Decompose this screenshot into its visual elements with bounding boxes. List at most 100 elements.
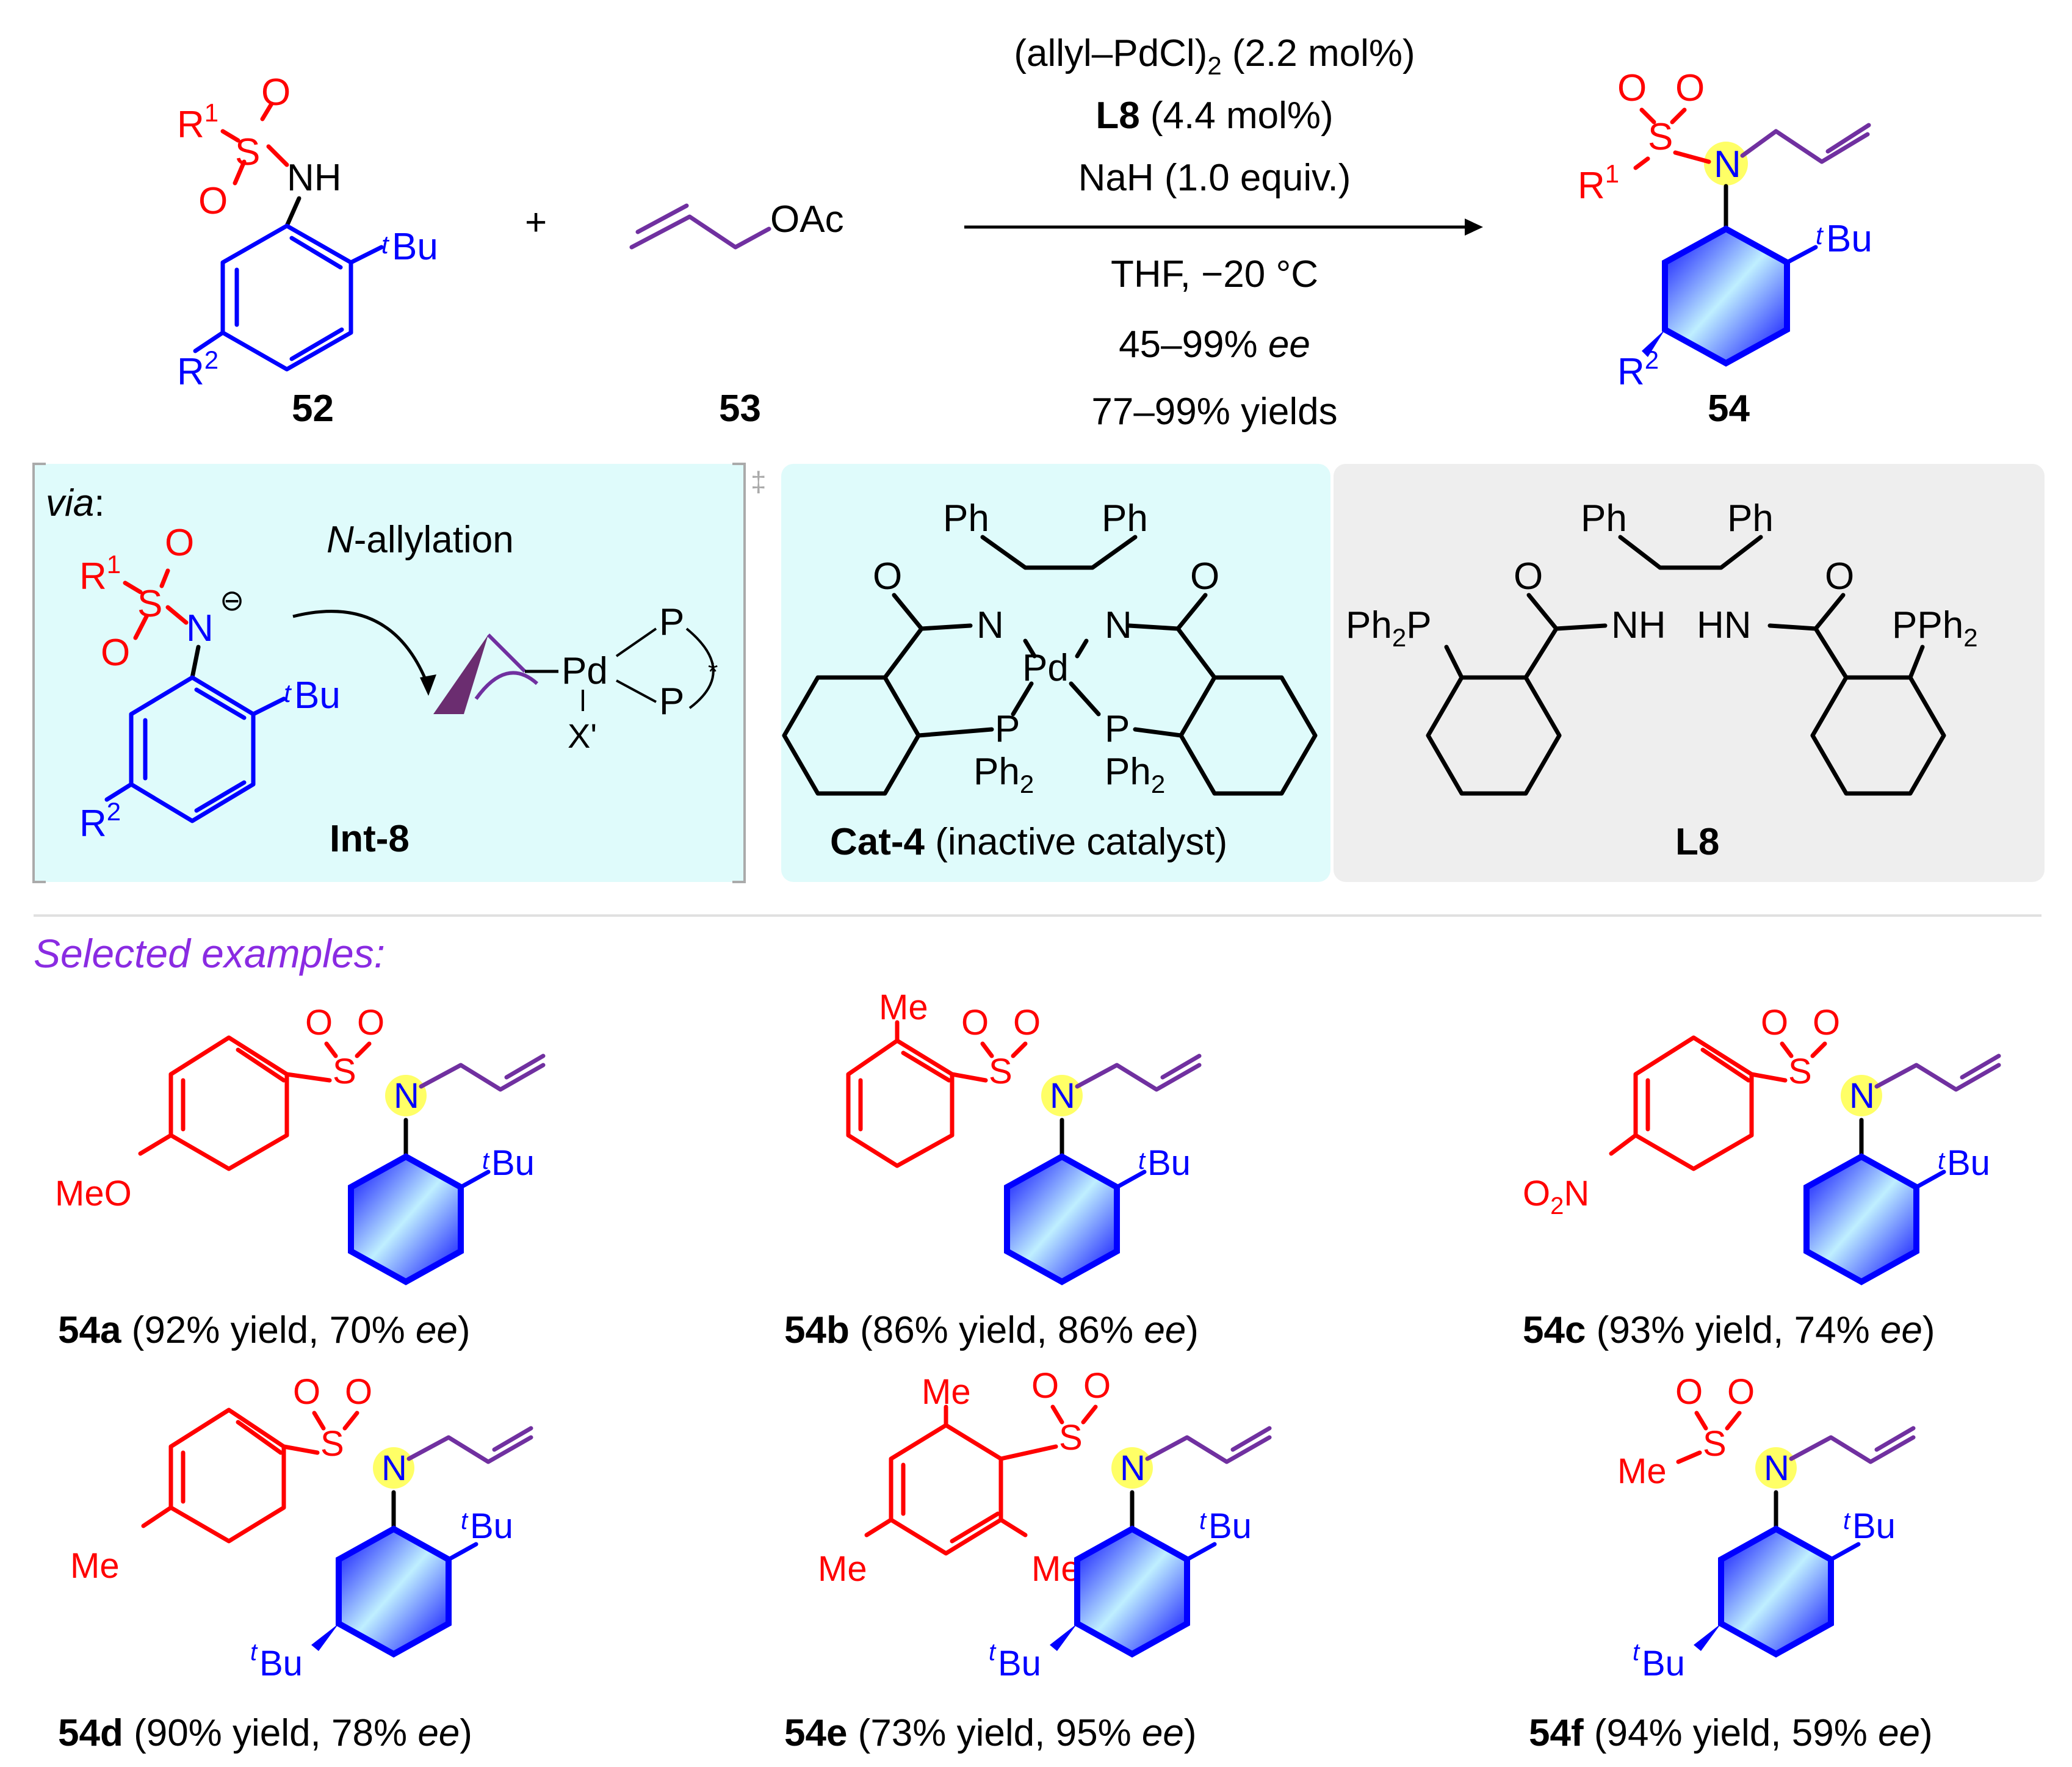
svg-text:Bu: Bu (491, 1143, 535, 1183)
svg-text:O: O (305, 1003, 333, 1042)
svg-text:O: O (1675, 67, 1705, 109)
int8-label: Int-8 (330, 818, 410, 860)
svg-text:NaH (1.0 equiv.): NaH (1.0 equiv.) (1078, 157, 1351, 199)
svg-text:Cat-4 (inactive catalyst): Cat-4 (inactive catalyst) (830, 821, 1227, 863)
svg-text:R2: R2 (1617, 345, 1659, 393)
svg-text:t: t (1816, 221, 1824, 250)
svg-text:N: N (381, 1448, 407, 1488)
svg-text:Ph2: Ph2 (973, 751, 1034, 798)
svg-text:S: S (1059, 1418, 1083, 1458)
svg-text:S: S (1788, 1052, 1812, 1091)
svg-text:L8 (4.4 mol%): L8 (4.4 mol%) (1096, 95, 1333, 137)
svg-text:t: t (1938, 1147, 1946, 1174)
svg-text:O2N: O2N (1523, 1174, 1589, 1220)
svg-text:t: t (1138, 1147, 1146, 1174)
svg-text:t: t (461, 1508, 469, 1534)
svg-text:via:: via: (46, 482, 105, 524)
svg-text:Ph2P: Ph2P (1346, 604, 1432, 652)
svg-text:S: S (989, 1052, 1013, 1091)
example-54c: O O S N O2N t Bu 54c (93% yield, 74% ee) (1523, 1003, 2001, 1351)
svg-text:S: S (1703, 1424, 1727, 1464)
svg-text:O: O (101, 632, 130, 674)
svg-text:t: t (250, 1639, 258, 1666)
svg-text:THF, −20 °C: THF, −20 °C (1111, 253, 1318, 295)
svg-text:R1: R1 (79, 550, 121, 598)
r1-label: R (177, 104, 204, 146)
label-52: 52 (292, 388, 334, 430)
svg-text:Bu: Bu (392, 226, 438, 268)
svg-text:Ph2: Ph2 (1105, 751, 1165, 798)
svg-text:NH: NH (1611, 604, 1666, 646)
svg-text:P: P (995, 708, 1020, 750)
svg-text:54e (73% yield, 95% ee): 54e (73% yield, 95% ee) (784, 1712, 1197, 1754)
svg-text:Me: Me (818, 1549, 867, 1589)
svg-text:Ph: Ph (943, 497, 989, 540)
svg-text:t: t (1633, 1639, 1641, 1666)
example-54d: O O S N Me t Bu t Bu 54d (90% yield, 78%… (58, 1372, 533, 1754)
svg-text:S: S (137, 583, 162, 625)
svg-text:Bu: Bu (259, 1644, 303, 1683)
svg-text:S: S (320, 1424, 344, 1464)
svg-text:N: N (1120, 1448, 1146, 1488)
svg-text:*: * (708, 657, 718, 686)
svg-text:Pd: Pd (561, 650, 608, 692)
svg-text:R1: R1 (177, 98, 218, 146)
panel-cat4: Ph Ph O O N N Pd P P Ph2 Ph2 Cat-4 (inac… (781, 464, 1330, 882)
svg-text:O: O (1083, 1366, 1111, 1406)
svg-text:Ph: Ph (1102, 497, 1148, 540)
svg-text:Ph: Ph (1727, 497, 1774, 540)
example-54a: O O S N MeO t Bu 54a (92% yield, 70% ee) (55, 1003, 546, 1351)
nh-label: NH (287, 157, 342, 199)
svg-text:Me: Me (1617, 1451, 1667, 1491)
example-54f: O O S N Me t Bu t Bu 54f (94% yield, 59%… (1529, 1372, 1933, 1754)
svg-text:P: P (1105, 708, 1130, 750)
svg-text:Bu: Bu (1852, 1506, 1896, 1546)
svg-text:O: O (357, 1003, 384, 1042)
svg-text:O: O (1617, 67, 1647, 109)
svg-text:O: O (961, 1003, 989, 1042)
svg-text:t: t (1199, 1508, 1207, 1534)
plus-sign: + (525, 201, 547, 244)
svg-text:45–99% ee: 45–99% ee (1119, 323, 1310, 366)
svg-text:Pd: Pd (1022, 647, 1069, 689)
svg-text:t: t (1843, 1508, 1851, 1534)
example-54e: O O S N Me Me Me t Bu t Bu 54e (73% yiel… (784, 1366, 1272, 1754)
svg-text:77–99% yields: 77–99% yields (1091, 391, 1337, 433)
svg-text:(allyl–PdCl)2 (2.2 mol%): (allyl–PdCl)2 (2.2 mol%) (1014, 32, 1415, 80)
svg-text:N: N (1849, 1076, 1875, 1116)
svg-text:t: t (989, 1639, 997, 1666)
label-53: 53 (719, 388, 761, 430)
svg-text:R2: R2 (177, 345, 218, 393)
oxygen-2: O (198, 180, 228, 222)
svg-text:54a (92% yield, 70% ee): 54a (92% yield, 70% ee) (58, 1309, 471, 1351)
svg-text:P: P (659, 601, 684, 643)
svg-text:O: O (293, 1372, 320, 1412)
example-id: 54a (58, 1309, 121, 1351)
panel-int8: ‡ via: N-allylation R1 O S O N ⊖ t Bu R2… (32, 463, 767, 883)
svg-text:54c (93% yield, 74% ee): 54c (93% yield, 74% ee) (1523, 1309, 1935, 1351)
svg-text:O: O (873, 555, 902, 598)
svg-text:O: O (1727, 1372, 1755, 1412)
svg-text:R2: R2 (79, 797, 121, 845)
svg-text:O: O (345, 1372, 372, 1412)
svg-text:N: N (976, 604, 1004, 646)
svg-text:Bu: Bu (470, 1506, 513, 1546)
svg-text:OAc: OAc (770, 198, 844, 240)
example-54b: O O S N Me t Bu 54b (86% yield, 86% ee) (784, 988, 1202, 1351)
svg-text:t: t (284, 679, 292, 707)
svg-text:Bu: Bu (998, 1644, 1041, 1683)
svg-text:54d (90% yield, 78% ee): 54d (90% yield, 78% ee) (58, 1712, 472, 1754)
svg-text:R1: R1 (1578, 159, 1619, 207)
svg-text:O: O (1761, 1003, 1788, 1042)
reaction-conditions: (allyl–PdCl)2 (2.2 mol%) L8 (4.4 mol%) N… (964, 32, 1483, 433)
svg-text:54f (94% yield, 59% ee): 54f (94% yield, 59% ee) (1529, 1712, 1933, 1754)
svg-text:HN: HN (1697, 604, 1752, 646)
svg-text:Bu: Bu (1826, 218, 1872, 260)
label-54: 54 (1708, 388, 1750, 430)
svg-text:‡: ‡ (751, 466, 767, 497)
svg-text:Me: Me (70, 1546, 120, 1586)
svg-text:N: N (1714, 143, 1741, 186)
svg-text:Bu: Bu (1208, 1506, 1252, 1546)
svg-text:O: O (1013, 1003, 1041, 1042)
